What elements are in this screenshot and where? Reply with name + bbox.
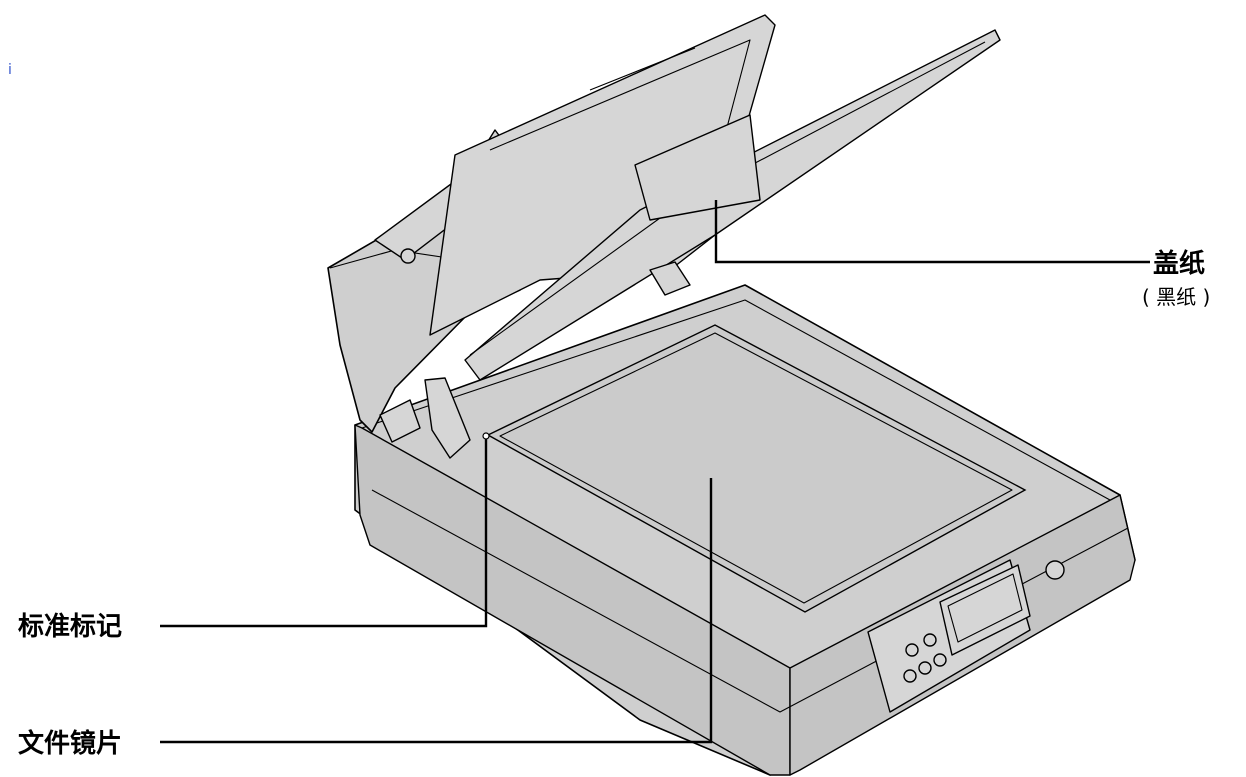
- panel-button-2: [923, 633, 937, 647]
- reference-mark-label: 标准标记: [18, 612, 122, 642]
- panel-button-1: [905, 643, 919, 657]
- power-button: [1045, 560, 1065, 580]
- leader-reference-mark: [160, 439, 488, 628]
- document-glass-label: 文件镜片: [18, 728, 122, 759]
- reference-mark-dot: [482, 432, 490, 440]
- adf-knob: [400, 248, 416, 264]
- control-panel: [867, 559, 1065, 713]
- stray-mark: i: [8, 62, 12, 78]
- cover-sheet-sublabel: ( 黑纸 ): [1142, 285, 1210, 309]
- document-glass: [486, 324, 1027, 613]
- hinge-arms: [379, 261, 691, 459]
- leader-document-glass: [160, 478, 713, 744]
- leader-cover-sheet: [714, 200, 1150, 264]
- cover-sheet: [464, 29, 1001, 381]
- cover-sheet-label: 盖纸: [1153, 248, 1205, 279]
- panel-button-3: [903, 669, 917, 683]
- panel-button-4: [918, 661, 932, 675]
- cover-lid: [429, 14, 776, 336]
- panel-button-5: [933, 653, 947, 667]
